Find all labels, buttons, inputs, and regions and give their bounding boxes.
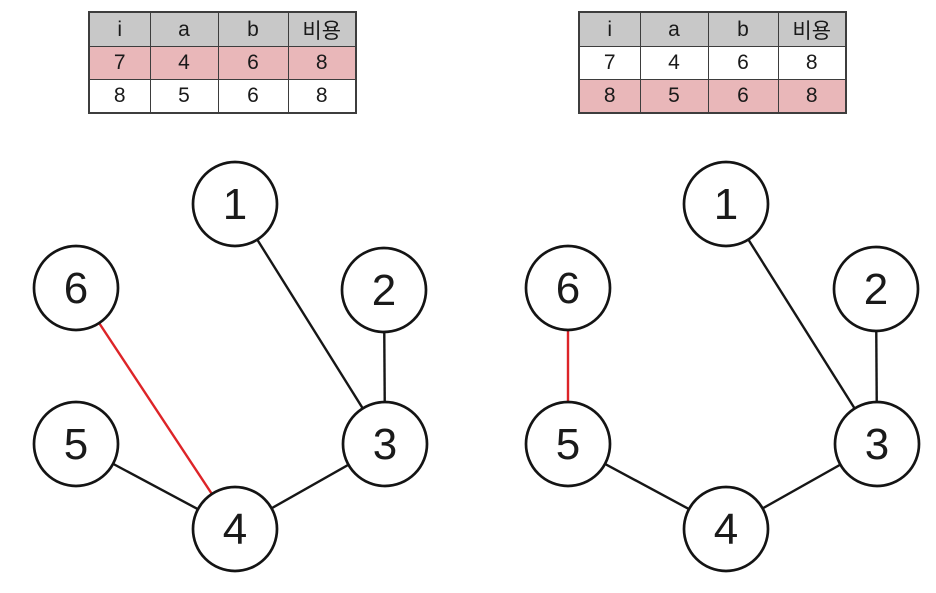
left-node-label-4: 4 [223, 505, 247, 554]
left-node-4 [191, 485, 279, 573]
table-cell: 6 [707, 46, 779, 80]
edge-1-3 [233, 203, 387, 445]
table-cell: 7 [88, 46, 151, 80]
table-cell: 6 [217, 79, 289, 114]
table-cell: 5 [639, 79, 709, 114]
edge-3-4 [234, 442, 386, 531]
table-cell: 8 [287, 79, 357, 114]
edge-4-5 [75, 442, 236, 531]
left-node-label-2: 2 [372, 266, 396, 315]
left-node-3 [341, 400, 429, 488]
left-node-1 [191, 160, 279, 248]
column-header: 비용 [777, 11, 847, 47]
edge-2-3 [382, 289, 387, 445]
left-node-6 [32, 244, 120, 332]
column-header: b [707, 11, 779, 47]
right-node-label-6: 6 [556, 264, 580, 313]
left-node-2 [340, 246, 428, 334]
left-graph: 1 2 3 4 5 6 [32, 160, 429, 573]
column-header: i [88, 11, 151, 47]
right-node-3 [833, 400, 921, 488]
column-header: a [639, 11, 709, 47]
column-header: a [149, 11, 219, 47]
column-header: b [217, 11, 289, 47]
table-cell: 6 [707, 79, 779, 114]
right-node-1 [682, 160, 770, 248]
edge-2-3 [874, 288, 879, 445]
left-node-5 [32, 400, 120, 488]
table-cell: 4 [149, 46, 219, 80]
right-node-label-2: 2 [864, 265, 888, 314]
right-node-label-1: 1 [714, 180, 738, 229]
left-node-label-6: 6 [64, 264, 88, 313]
right-node-4 [682, 485, 770, 573]
right-node-label-5: 5 [556, 420, 580, 469]
table-cell: 6 [217, 46, 289, 80]
column-header: 비용 [287, 11, 357, 47]
highlighted-edge-6-4 [74, 287, 237, 530]
table-cell: 8 [777, 79, 847, 114]
table-cell: 8 [777, 46, 847, 80]
table-cell: 8 [578, 79, 641, 114]
right-graph: 1 2 3 4 5 6 [524, 160, 921, 573]
table-cell: 4 [639, 46, 709, 80]
table-cell: 8 [88, 79, 151, 114]
table-cell: 8 [287, 46, 357, 80]
right-node-6 [524, 244, 612, 332]
right-node-2 [832, 245, 920, 333]
right-node-label-3: 3 [865, 420, 889, 469]
edge-1-3 [724, 203, 879, 445]
column-header: i [578, 11, 641, 47]
table-cell: 7 [578, 46, 641, 80]
right-node-label-4: 4 [714, 505, 738, 554]
table-cell: 5 [149, 79, 219, 114]
edge-4-5 [567, 442, 727, 531]
left-node-label-3: 3 [373, 420, 397, 469]
edge-3-4 [725, 442, 878, 531]
left-node-label-5: 5 [64, 420, 88, 469]
right-node-5 [524, 400, 612, 488]
left-node-label-1: 1 [223, 180, 247, 229]
